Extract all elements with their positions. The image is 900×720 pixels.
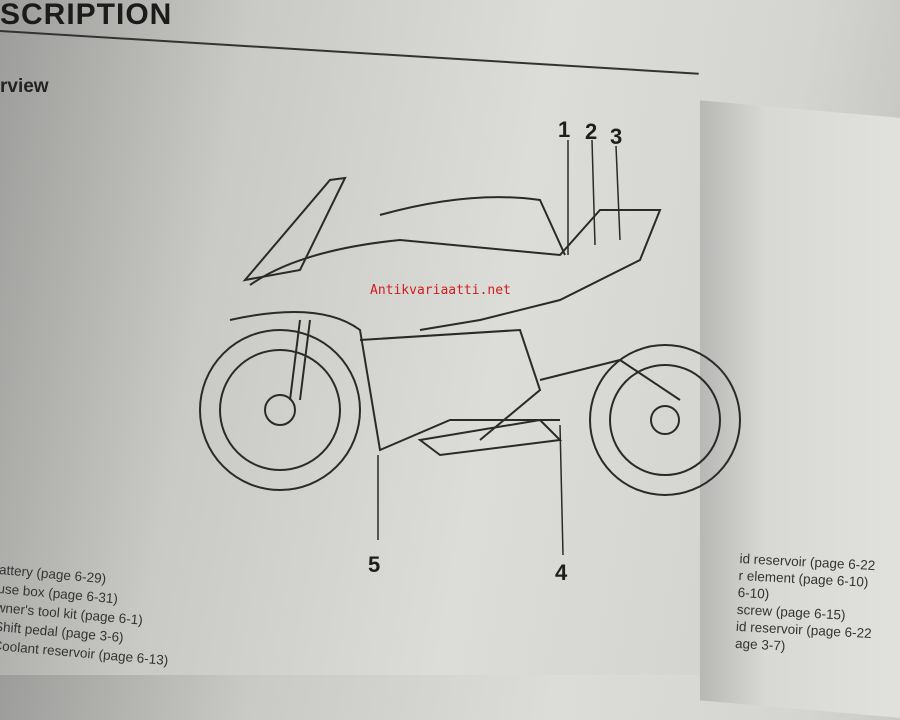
left-parts-list: attery (page 6-29) use box (page 6-31) w… <box>0 560 176 670</box>
callout-4: 4 <box>555 560 568 585</box>
callout-5: 5 <box>368 552 381 577</box>
page-title: SCRIPTION <box>0 0 173 31</box>
callout-3: 3 <box>610 124 623 149</box>
right-parts-list: id reservoir (page 6-22 r element (page … <box>735 550 876 659</box>
watermark: Antikvariaatti.net <box>370 283 511 298</box>
callout-2: 2 <box>585 119 598 144</box>
motorcycle-illustration <box>199 139 741 556</box>
section-heading: rview <box>0 76 49 97</box>
callout-1: 1 <box>558 117 571 142</box>
